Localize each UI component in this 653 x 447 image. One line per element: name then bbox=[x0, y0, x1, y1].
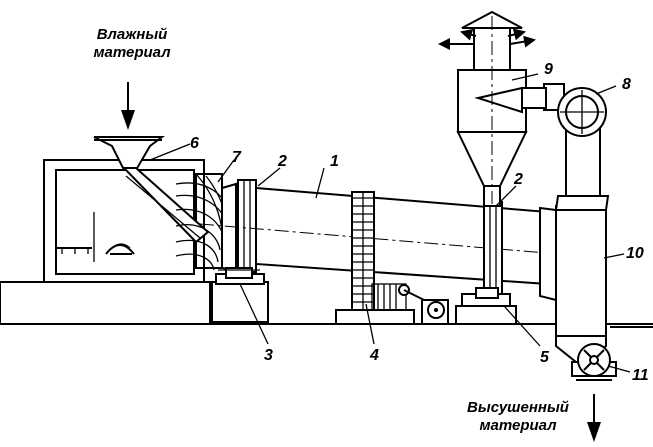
cyclone bbox=[438, 10, 547, 207]
rotary-feeder bbox=[571, 343, 617, 381]
gear-ring bbox=[351, 191, 375, 311]
output-caption-line2: материал bbox=[479, 417, 557, 434]
discharge-chamber bbox=[555, 205, 607, 363]
input-caption-line2: материал bbox=[93, 44, 171, 61]
callout-9: 9 bbox=[544, 61, 553, 78]
callout-8: 8 bbox=[622, 76, 631, 93]
drive-unit bbox=[335, 283, 449, 325]
output-material-caption: Высушенный материал bbox=[448, 399, 588, 435]
output-arrow bbox=[587, 394, 601, 442]
input-material-caption: Влажный материал bbox=[72, 26, 192, 62]
support-roller-right bbox=[455, 287, 517, 325]
drum-outlet bbox=[539, 206, 557, 302]
callout-6: 6 bbox=[190, 135, 199, 152]
callout-11: 11 bbox=[632, 367, 649, 384]
input-arrow bbox=[121, 82, 135, 130]
callout-4: 4 bbox=[369, 347, 379, 364]
callout-2-left: 2 bbox=[277, 153, 287, 170]
band-right bbox=[483, 201, 503, 295]
support-roller-left bbox=[211, 267, 269, 323]
fan bbox=[543, 83, 607, 137]
furnace-base bbox=[0, 281, 211, 325]
feed-hopper bbox=[93, 136, 210, 244]
leader-lines bbox=[149, 73, 631, 373]
input-caption-line1: Влажный bbox=[96, 26, 168, 43]
callout-3: 3 bbox=[264, 347, 273, 364]
callout-2-right: 2 bbox=[513, 171, 523, 188]
output-caption-line1: Высушенный bbox=[467, 399, 569, 416]
callout-1: 1 bbox=[330, 153, 339, 170]
callout-10: 10 bbox=[626, 245, 644, 262]
callout-5: 5 bbox=[540, 349, 550, 366]
band-left bbox=[237, 179, 257, 273]
callout-7: 7 bbox=[232, 149, 242, 166]
